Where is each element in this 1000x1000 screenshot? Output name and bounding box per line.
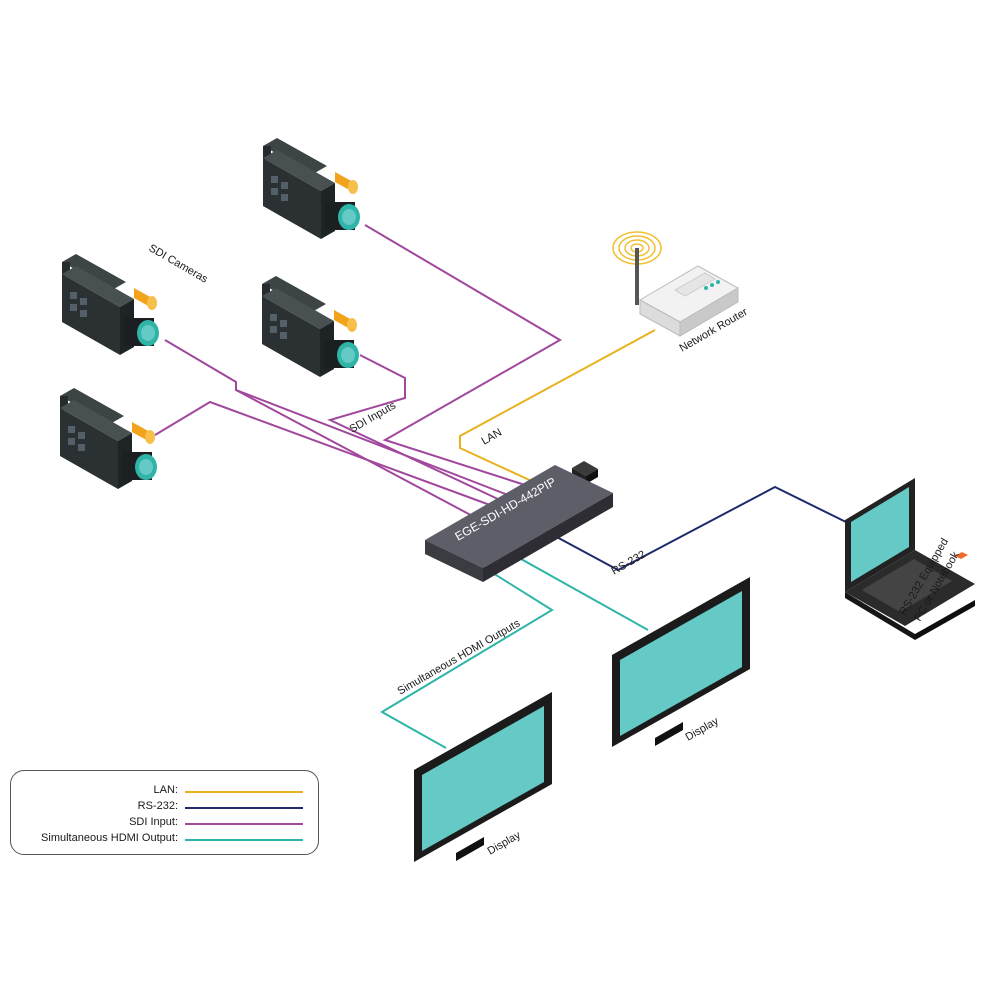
display-left-icon xyxy=(414,692,552,862)
hdmi-cable-left xyxy=(380,564,554,749)
rs232-label: RS-232 xyxy=(610,549,648,578)
display-left-label: Display xyxy=(486,829,524,858)
legend-label: SDI Input: xyxy=(129,816,178,828)
camera-icon xyxy=(263,138,360,239)
rs232-cable xyxy=(539,485,849,572)
device-unit xyxy=(425,465,613,582)
sdi-cable-3 xyxy=(327,354,501,501)
sdi-inputs-label: SDI Inputs xyxy=(348,399,399,435)
legend-label: LAN: xyxy=(153,784,178,796)
legend-swatch xyxy=(185,791,303,793)
router-icon xyxy=(612,231,740,337)
sdi-cables xyxy=(154,224,562,521)
legend-item-lan: LAN: xyxy=(11,783,318,799)
sdi-cable-1 xyxy=(364,224,562,486)
sdi-cable-5 xyxy=(235,389,481,521)
legend-item-hdmi: Simultaneous HDMI Output: xyxy=(11,831,318,847)
camera-icon xyxy=(262,276,359,377)
laptop-icon xyxy=(845,478,975,640)
sdi-cameras-label: SDI Cameras xyxy=(147,242,211,286)
sdi-cable-2 xyxy=(164,339,509,496)
camera-icon xyxy=(60,388,157,489)
legend-swatch xyxy=(185,807,303,809)
lan-cable xyxy=(459,329,656,485)
hdmi-cable-right xyxy=(504,549,649,631)
legend-swatch xyxy=(185,839,303,841)
hdmi-outputs-label: Simultaneous HDMI Outputs xyxy=(396,617,523,697)
display-right-icon xyxy=(612,577,750,747)
sdi-cable-4 xyxy=(154,400,491,506)
camera-icon xyxy=(62,254,159,355)
legend-label: Simultaneous HDMI Output: xyxy=(41,832,178,844)
legend: LAN: RS-232: SDI Input: Simultaneous HDM… xyxy=(10,770,319,855)
legend-item-rs232: RS-232: xyxy=(11,799,318,815)
legend-label: RS-232: xyxy=(137,800,178,812)
legend-swatch xyxy=(185,823,303,825)
lan-label: LAN xyxy=(480,426,505,447)
legend-item-sdi: SDI Input: xyxy=(11,815,318,831)
display-right-label: Display xyxy=(684,715,722,744)
